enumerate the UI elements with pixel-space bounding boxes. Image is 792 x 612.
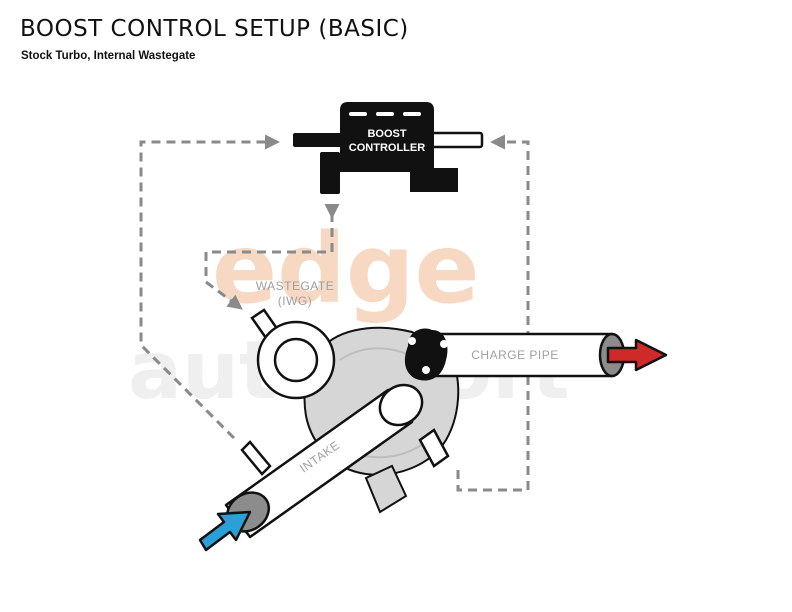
boost-controller [293, 102, 484, 194]
controller-label-line1: BOOST [367, 128, 406, 140]
air-inlet-arrow [198, 510, 252, 552]
hose-intake-to-controller [139, 134, 280, 440]
controller-label-line2: CONTROLLER [349, 142, 425, 154]
watermark-edge: edge [212, 213, 480, 325]
diagram-title: BOOST CONTROL SETUP (BASIC) [20, 16, 409, 42]
compressor-boost-port [418, 428, 450, 468]
wastegate-label-line1: WASTEGATE [256, 279, 335, 293]
charge-pipe [404, 328, 626, 381]
boost-outlet-arrow [606, 338, 668, 372]
hose-compressor-to-controller [456, 134, 530, 492]
diagram-subtitle: Stock Turbo, Internal Wastegate [21, 50, 196, 62]
hose-controller-to-wastegate [204, 204, 340, 310]
vacuum-hoses [139, 134, 530, 492]
wastegate-label-line2: (IWG) [278, 294, 313, 308]
watermark-com: .com [462, 414, 521, 442]
charge-pipe-label: CHARGE PIPE [471, 348, 559, 362]
intake-pipe [224, 383, 424, 539]
wastegate-actuator [250, 308, 336, 400]
